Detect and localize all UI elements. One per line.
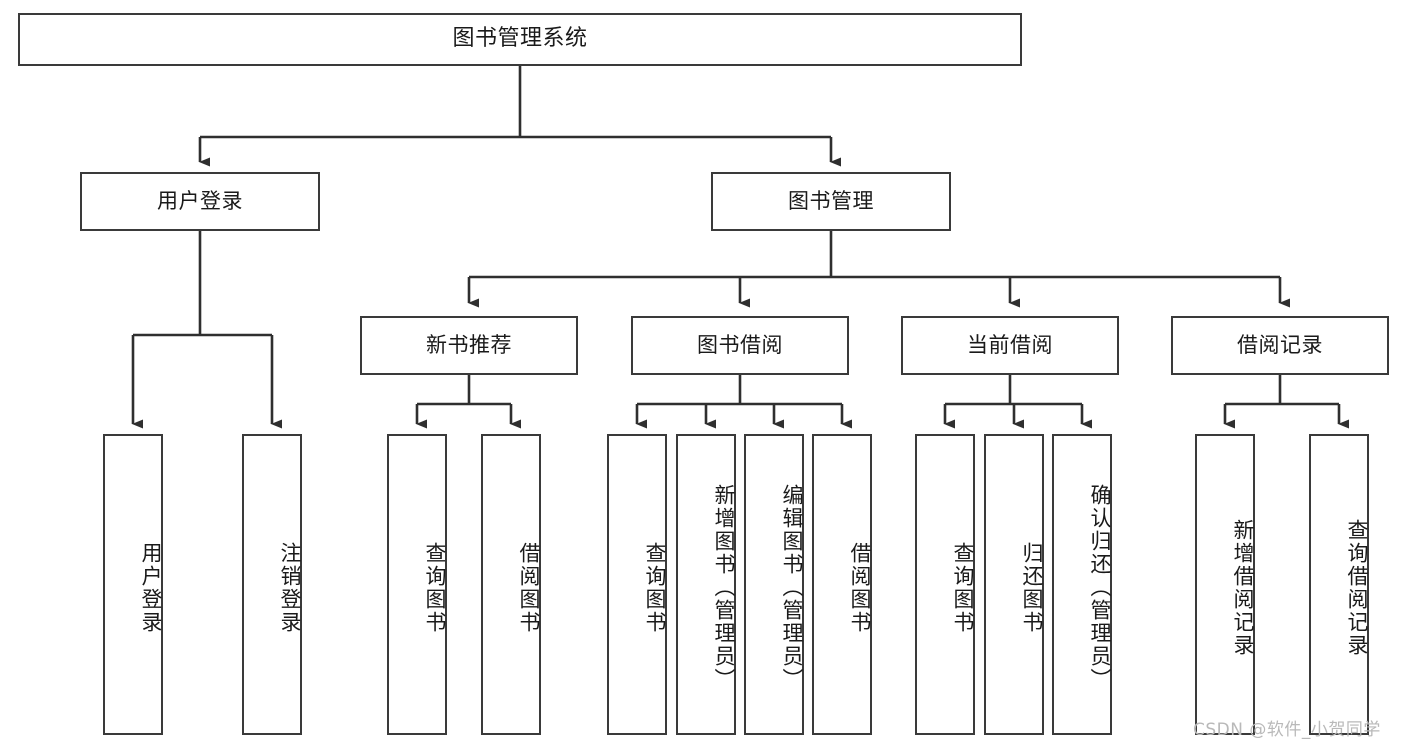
node-label: 借阅图书 (848, 541, 872, 634)
node-label: 确认归还（管理员） (1088, 484, 1112, 691)
node-label: 注销登录 (278, 541, 302, 634)
node-label: 查询图书 (951, 541, 975, 634)
node-label: 用户登录 (157, 188, 243, 213)
leaf-query-book-new-recommend[interactable]: 查询图书 (387, 434, 447, 735)
node-label: 借阅图书 (517, 541, 541, 634)
leaf-add-book-admin[interactable]: 新增图书（管理员） (676, 434, 736, 735)
node-label: 新增图书（管理员） (712, 484, 736, 691)
node-label: 编辑图书（管理员） (780, 484, 804, 691)
node-borrow-record[interactable]: 借阅记录 (1171, 316, 1389, 375)
node-label: 图书管理系统 (452, 26, 588, 52)
leaf-return-book[interactable]: 归还图书 (984, 434, 1044, 735)
node-label: 查询借阅记录 (1345, 518, 1369, 657)
node-label: 图书管理 (788, 188, 874, 213)
node-new-book-recommend[interactable]: 新书推荐 (360, 316, 578, 375)
node-label: 用户登录 (139, 541, 163, 634)
node-label: 查询图书 (423, 541, 447, 634)
node-book-management[interactable]: 图书管理 (711, 172, 951, 231)
leaf-confirm-return-admin[interactable]: 确认归还（管理员） (1052, 434, 1112, 735)
leaf-query-borrow-record[interactable]: 查询借阅记录 (1309, 434, 1369, 735)
node-label: 借阅记录 (1237, 332, 1323, 357)
csdn-watermark: CSDN @软件_小贺同学 (1193, 720, 1381, 740)
node-book-borrow[interactable]: 图书借阅 (631, 316, 849, 375)
leaf-borrow-book-borrow[interactable]: 借阅图书 (812, 434, 872, 735)
node-label: 查询图书 (643, 541, 667, 634)
leaf-query-book-borrow[interactable]: 查询图书 (607, 434, 667, 735)
node-label: 新增借阅记录 (1231, 518, 1255, 657)
leaf-add-borrow-record[interactable]: 新增借阅记录 (1195, 434, 1255, 735)
leaf-logout-login[interactable]: 注销登录 (242, 434, 302, 735)
node-current-borrow[interactable]: 当前借阅 (901, 316, 1119, 375)
leaf-edit-book-admin[interactable]: 编辑图书（管理员） (744, 434, 804, 735)
node-label: 图书借阅 (697, 332, 783, 357)
leaf-user-login[interactable]: 用户登录 (103, 434, 163, 735)
node-root-book-management-system[interactable]: 图书管理系统 (18, 13, 1022, 66)
leaf-borrow-book-new-recommend[interactable]: 借阅图书 (481, 434, 541, 735)
leaf-query-book-current[interactable]: 查询图书 (915, 434, 975, 735)
node-label: 当前借阅 (967, 332, 1053, 357)
node-user-login[interactable]: 用户登录 (80, 172, 320, 231)
node-label: 新书推荐 (426, 332, 512, 357)
node-label: 归还图书 (1020, 541, 1044, 634)
